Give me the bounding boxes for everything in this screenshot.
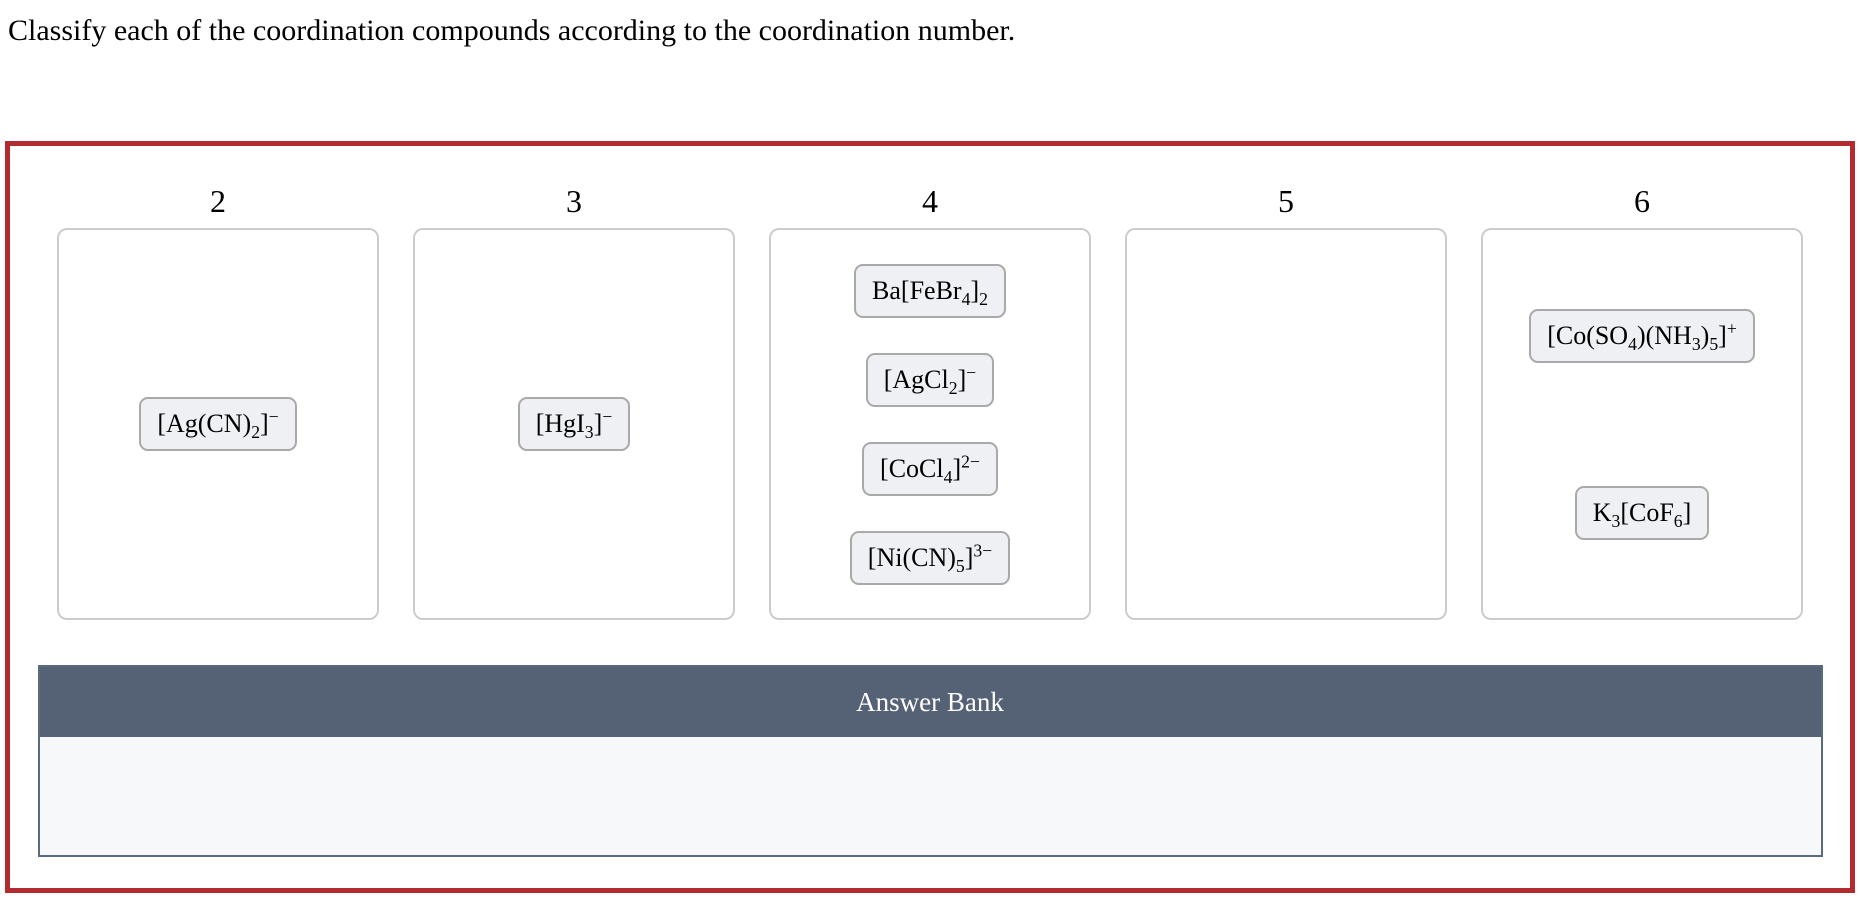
dropzone-4[interactable]: Ba[FeBr4]2 [AgCl2]− [CoCl4]2− [Ni(CN)5]3…: [769, 228, 1091, 620]
chip-ag-cn-2[interactable]: [Ag(CN)2]−: [139, 397, 297, 451]
chip-hgi-3[interactable]: [HgI3]−: [517, 397, 631, 451]
question-prompt: Classify each of the coordination compou…: [8, 14, 1016, 47]
column-header-6: 6: [1634, 183, 1650, 219]
dropzone-3[interactable]: [HgI3]−: [413, 228, 735, 620]
column-header-4: 4: [922, 183, 938, 219]
category-column-4: 4 Ba[FeBr4]2 [AgCl2]− [CoCl4]2− [Ni(CN)5…: [769, 182, 1091, 620]
category-column-5: 5: [1125, 182, 1447, 620]
column-header-3: 3: [566, 183, 582, 219]
chip-agcl-2[interactable]: [AgCl2]−: [865, 352, 995, 407]
answer-bank: Answer Bank: [37, 665, 1823, 857]
chip-co-so4-nh3-5[interactable]: [Co(SO4)(NH3)5]+: [1529, 308, 1755, 363]
answer-bank-header: Answer Bank: [39, 667, 1821, 737]
category-columns: 2 [Ag(CN)2]− 3 [HgI3]− 4 Ba[FeBr4]2 [AgC…: [10, 182, 1850, 620]
chip-k3-cof6[interactable]: K3[CoF6]: [1574, 485, 1710, 540]
dropzone-5[interactable]: [1125, 228, 1447, 620]
category-column-3: 3 [HgI3]−: [413, 182, 735, 620]
chip-ba-febr-4-2[interactable]: Ba[FeBr4]2: [854, 263, 1006, 318]
category-column-6: 6 [Co(SO4)(NH3)5]+ K3[CoF6]: [1481, 182, 1803, 620]
chip-ni-cn-5[interactable]: [Ni(CN)5]3−: [849, 530, 1011, 585]
chip-cocl-4[interactable]: [CoCl4]2−: [862, 441, 998, 496]
category-column-2: 2 [Ag(CN)2]−: [57, 182, 379, 620]
column-header-2: 2: [210, 183, 226, 219]
dropzone-6[interactable]: [Co(SO4)(NH3)5]+ K3[CoF6]: [1481, 228, 1803, 620]
classification-work-area: 2 [Ag(CN)2]− 3 [HgI3]− 4 Ba[FeBr4]2 [AgC…: [5, 141, 1855, 893]
dropzone-2[interactable]: [Ag(CN)2]−: [57, 228, 379, 620]
answer-bank-dropzone[interactable]: [39, 737, 1821, 855]
column-header-5: 5: [1278, 183, 1294, 219]
answer-bank-label: Answer Bank: [856, 686, 1004, 717]
